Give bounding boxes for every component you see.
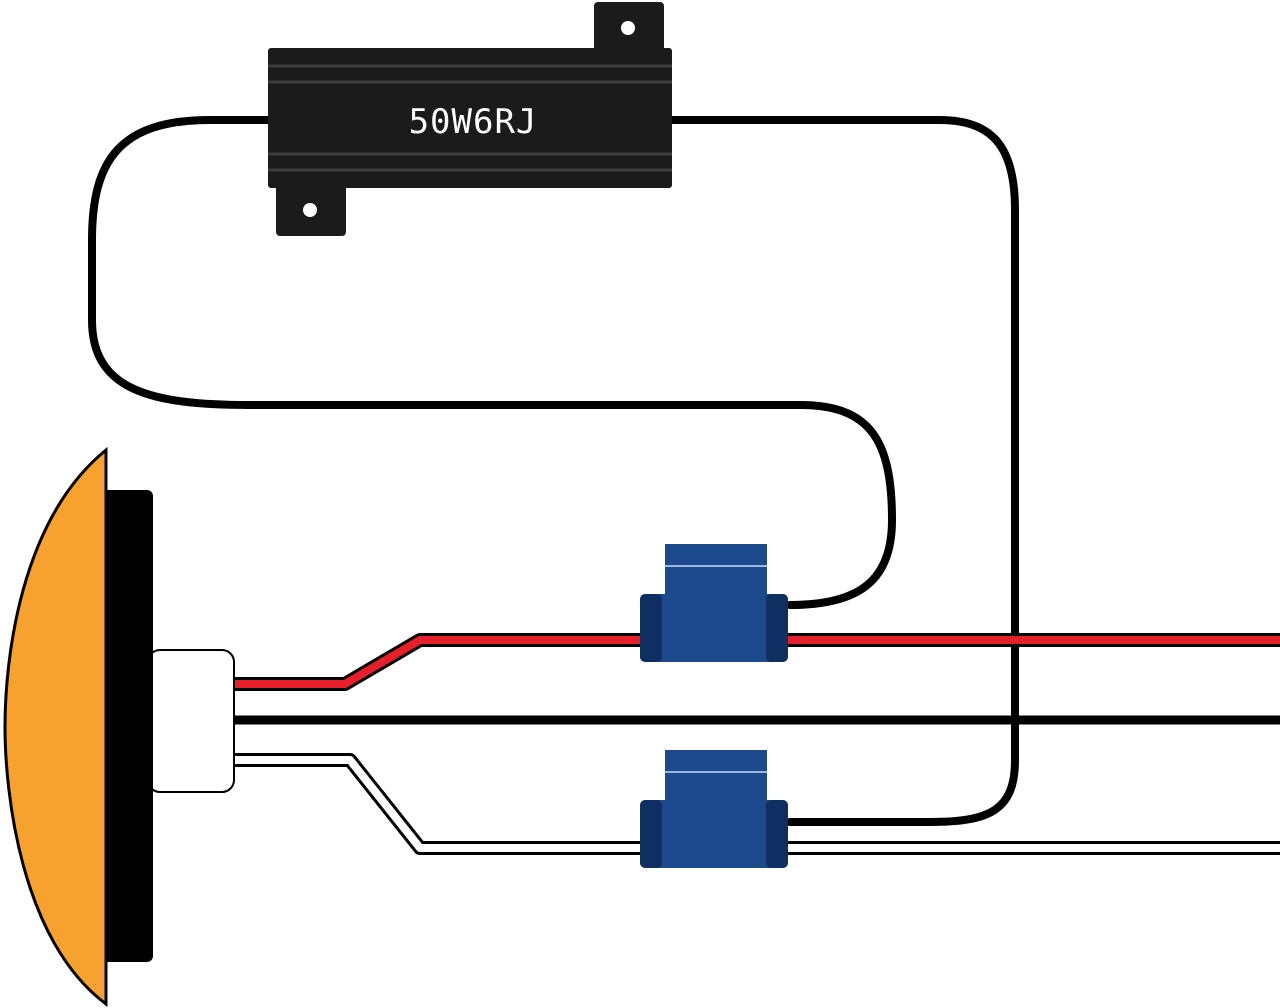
t-tap-connector-icon bbox=[640, 544, 788, 662]
resistor-label: 50W6RJ bbox=[409, 102, 538, 142]
t-tap-connector-icon bbox=[640, 750, 788, 868]
lamp-socket bbox=[147, 649, 235, 793]
lamp-housing bbox=[98, 490, 153, 962]
red-wire bbox=[232, 633, 1280, 691]
resistor-lead-left bbox=[88, 116, 897, 609]
resistor-lead-right bbox=[666, 116, 1019, 826]
load-resistor-icon: 50W6RJ bbox=[268, 2, 672, 236]
turn-signal-lamp-icon bbox=[3, 446, 108, 1007]
white-wire bbox=[232, 753, 1280, 855]
